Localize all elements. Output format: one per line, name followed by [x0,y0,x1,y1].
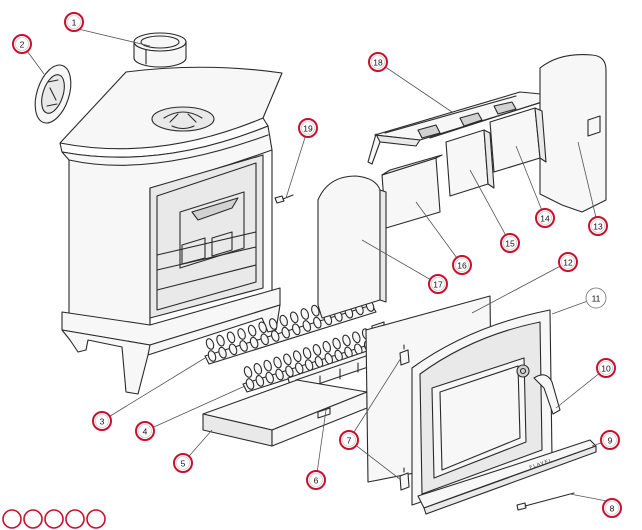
part-brick-back-left [381,154,443,229]
callout-label: 9 [608,436,613,446]
callout-label: 1 [72,18,77,28]
legend-ring [2,509,22,529]
part-brick-back-center [445,129,495,197]
legend-ring-row [2,509,106,529]
callout-label: 15 [505,239,515,249]
callout-inner-ring [15,37,29,51]
callout-5: 5 [173,453,193,473]
callout-inner-ring [342,433,356,447]
callout-inner-ring [67,15,81,29]
part-flue-ring [34,64,72,124]
callout-11: 11 [585,287,607,309]
callout-inner-ring [371,55,385,69]
part-hinge-upper [399,344,410,366]
callout-18: 18 [368,52,388,72]
callout-12: 12 [558,252,578,272]
callout-2: 2 [12,34,32,54]
part-flue-collar [133,32,187,68]
callout-label: 14 [540,214,550,224]
callout-inner-ring [309,473,323,487]
callout-label: 11 [592,294,601,304]
callout-6: 6 [306,470,326,490]
callout-inner-ring [503,236,517,250]
callout-label: 2 [20,40,25,50]
callout-label: 4 [143,427,148,437]
callout-label: 12 [563,258,573,268]
callout-label: 7 [347,436,352,446]
callout-13: 13 [588,216,608,236]
callout-9: 9 [600,430,620,450]
part-screw-19 [274,194,294,204]
part-brick-back-right [489,107,547,173]
callout-inner-ring [561,255,575,269]
legend-ring [65,509,85,529]
part-baffle [367,91,563,165]
callout-10: 10 [596,358,616,378]
callout-15: 15 [500,233,520,253]
callout-label: 8 [610,504,615,514]
part-door-handle [516,364,561,415]
callout-ring [585,287,607,309]
callout-inner-ring [605,501,619,515]
legend-ring [23,509,43,529]
callout-label: 5 [181,459,186,469]
callout-label: 19 [303,124,313,134]
callout-label: 6 [314,476,319,486]
part-hinge-lower [399,467,410,491]
callout-inner-ring [603,433,617,447]
callout-inner-ring [431,277,445,291]
callout-inner-ring [95,414,109,428]
part-stove-body [59,66,283,395]
part-ash-pan [202,379,368,447]
callout-inner-ring [301,121,315,135]
callout-3: 3 [92,411,112,431]
callout-inner-ring [591,219,605,233]
callout-label: 13 [593,222,603,232]
callout-label: 3 [100,417,105,427]
part-brick-side-right [539,53,607,213]
callout-inner-ring [176,456,190,470]
callout-8: 8 [602,498,622,518]
part-brick-side-left [317,175,387,319]
callout-19: 19 [298,118,318,138]
part-screw-8 [516,492,575,511]
callout-7: 7 [339,430,359,450]
callout-label: 16 [457,261,467,271]
callout-label: 17 [433,280,443,290]
callout-17: 17 [428,274,448,294]
callout-label: 18 [373,58,383,68]
callout-inner-ring [455,258,469,272]
part-door [411,309,553,506]
legend-ring [44,509,64,529]
callout-inner-ring [538,211,552,225]
callout-inner-ring [599,361,613,375]
callout-1: 1 [64,12,84,32]
callout-label: 10 [601,364,611,374]
callout-4: 4 [135,421,155,441]
callout-16: 16 [452,255,472,275]
legend-ring [86,509,106,529]
part-door-plate: FLAVEL [417,439,597,515]
callout-inner-ring [138,424,152,438]
callout-14: 14 [535,208,555,228]
